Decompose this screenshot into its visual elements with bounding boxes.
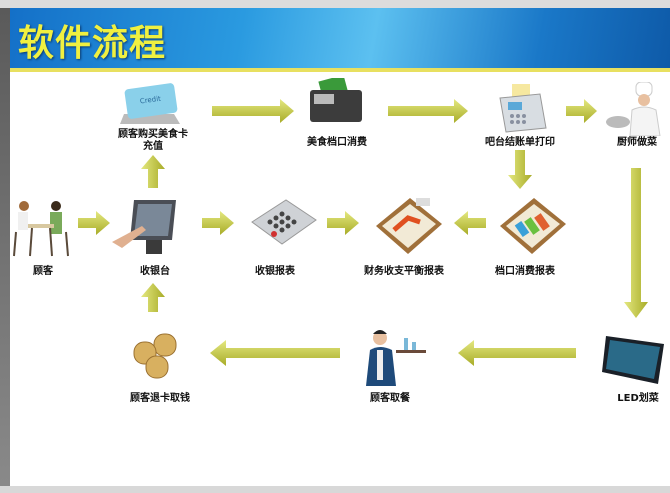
wallet-icon [310, 78, 362, 122]
arrow-print-to-stallreport [508, 150, 532, 189]
header-banner [10, 8, 670, 70]
customers-icon [13, 201, 69, 257]
node-refund: 顾客退卡取钱 [130, 393, 190, 404]
arrow-cashier-to-cashreport [202, 211, 234, 235]
arrow-card-to-stall [212, 99, 294, 123]
bottom-edge-bar [0, 486, 670, 493]
node-card-topup-line1: 顾客购买美食卡 [118, 129, 188, 140]
node-bar-print: 吧台结账单打印 [485, 137, 555, 148]
arrow-refund-to-cashier [141, 283, 165, 312]
node-stall-consume: 美食档口消费 [307, 137, 367, 148]
node-pickup: 顾客取餐 [370, 393, 410, 404]
credit-card-icon: Credit [120, 83, 180, 124]
left-edge-bar [0, 8, 10, 493]
arrow-stallreport-to-finance [454, 211, 486, 235]
arrow-cashier-to-card [141, 155, 165, 188]
header-divider [10, 68, 670, 72]
calculator-icon [251, 199, 317, 245]
node-chef-cook: 厨师做菜 [617, 137, 657, 148]
pos-terminal-icon [112, 200, 176, 254]
waiter-icon [366, 330, 426, 386]
node-led: LED划菜 [617, 393, 659, 404]
chef-icon [606, 82, 661, 136]
node-cashier: 收银台 [140, 266, 170, 277]
receipt-printer-icon [499, 84, 547, 133]
arrow-led-to-pickup [458, 340, 576, 366]
node-cash-report: 收银报表 [255, 266, 295, 277]
node-finance-report: 财务收支平衡报表 [364, 266, 444, 277]
node-stall-report: 档口消费报表 [495, 266, 555, 277]
arrow-cashreport-to-finance [327, 211, 359, 235]
node-customer: 顾客 [33, 266, 53, 277]
page-title: 软件流程 [18, 23, 167, 64]
window-top-bar [0, 0, 670, 8]
arrow-chef-to-led [624, 168, 648, 318]
led-screen-icon [602, 336, 664, 384]
finance-report-icon [376, 198, 442, 254]
arrow-pickup-to-refund [210, 340, 340, 366]
node-card-topup: 顾客购买美食卡 充值 [118, 129, 188, 153]
arrow-stall-to-print [388, 99, 468, 123]
node-card-topup-line2: 充值 [143, 141, 163, 152]
stall-report-icon [500, 198, 566, 254]
arrow-print-to-chef [566, 99, 597, 123]
coins-icon [133, 333, 177, 379]
svg-text:Credit: Credit [139, 95, 161, 106]
arrow-customer-to-cashier [78, 211, 110, 235]
